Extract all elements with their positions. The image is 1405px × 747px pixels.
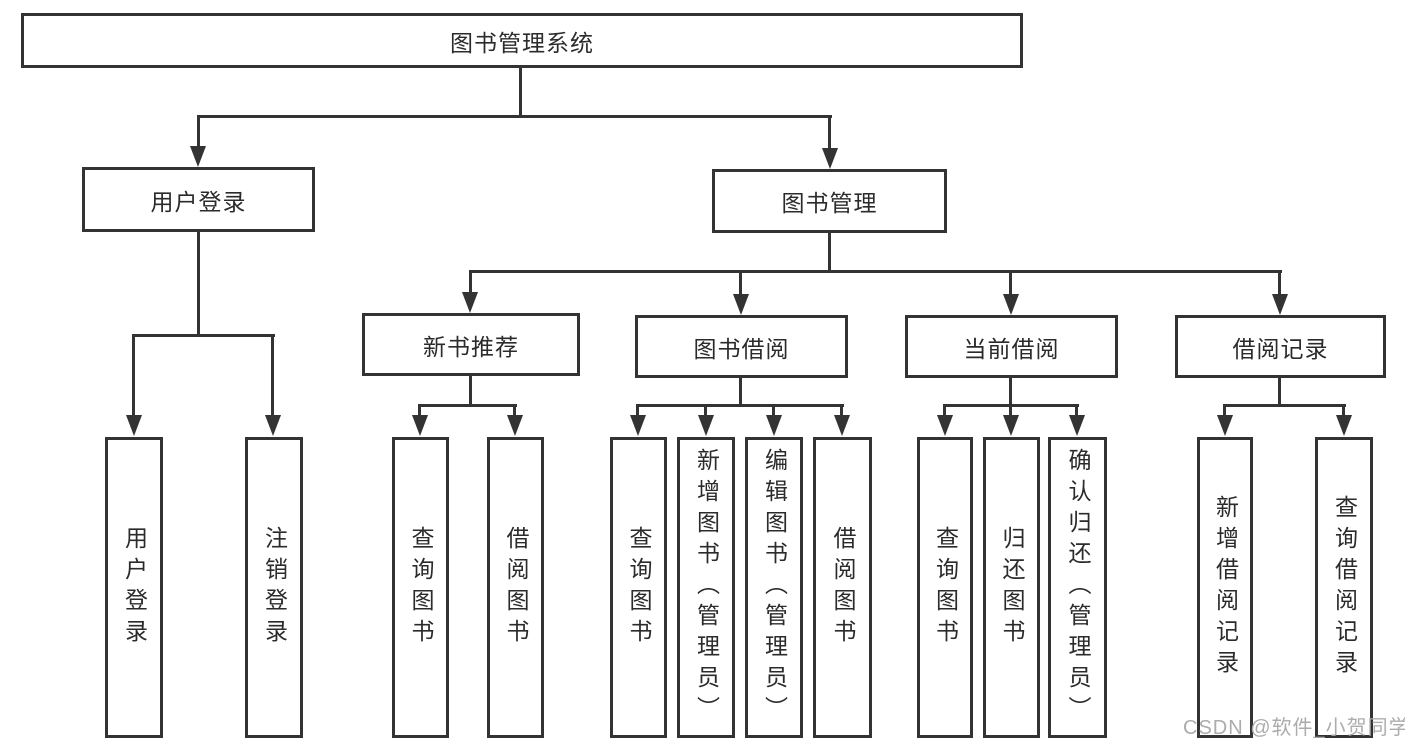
leaf-label: 查询图书: [932, 525, 959, 650]
node-book-borrowing: 图书借阅: [635, 315, 848, 378]
node-user-login: 用户登录: [82, 167, 315, 232]
csdn-watermark: CSDN @软件_小贺同学: [1183, 717, 1405, 739]
node-label: 用户登录: [150, 188, 247, 215]
leaf-label: 借阅图书: [503, 525, 529, 650]
arrow-down-icon: [1069, 415, 1085, 436]
leaf-label: 借阅图书: [830, 525, 856, 650]
connector-line: [469, 270, 1282, 273]
arrow-down-icon: [412, 415, 428, 436]
node-root-library-system: 图书管理系统: [21, 13, 1023, 68]
connector-line: [1223, 404, 1346, 407]
leaf-label: 注销登录: [261, 525, 288, 650]
leaf-edit-book-admin: 编辑图书（管理员）: [745, 437, 803, 738]
connector-line: [469, 376, 472, 407]
connector-line: [1009, 270, 1012, 294]
connector-line: [828, 115, 831, 151]
connector-line: [1342, 404, 1345, 418]
leaf-borrow-books-recommend: 借阅图书: [487, 437, 544, 738]
connector-line: [739, 270, 742, 294]
arrow-down-icon: [126, 415, 142, 436]
connector-line: [840, 404, 843, 418]
connector-line: [636, 404, 639, 418]
arrow-down-icon: [1272, 294, 1288, 315]
leaf-label: 查询图书: [626, 525, 652, 650]
leaf-query-books-recommend: 查询图书: [392, 437, 449, 738]
node-label: 图书管理: [781, 190, 878, 216]
leaf-label: 新增图书（管理员）: [693, 448, 720, 727]
leaf-label: 用户登录: [121, 525, 148, 650]
connector-line: [1278, 270, 1281, 294]
arrow-down-icon: [766, 415, 782, 436]
arrow-down-icon: [698, 415, 714, 436]
arrow-down-icon: [630, 415, 646, 436]
connector-line: [943, 404, 946, 418]
connector-line: [197, 232, 200, 337]
leaf-label: 编辑图书（管理员）: [761, 448, 788, 727]
node-new-book-recommend: 新书推荐: [362, 313, 580, 376]
node-label: 图书借阅: [693, 335, 790, 362]
arrow-down-icon: [1003, 294, 1019, 315]
arrow-down-icon: [834, 415, 850, 436]
leaf-query-books-borrowing: 查询图书: [610, 437, 667, 738]
connector-line: [469, 270, 472, 294]
connector-line: [418, 404, 517, 407]
connector-line: [636, 404, 844, 407]
connector-line: [1278, 378, 1281, 407]
arrow-down-icon: [937, 415, 953, 436]
leaf-label: 确认归还（管理员）: [1065, 448, 1091, 727]
node-book-management: 图书管理: [712, 169, 947, 233]
arrow-down-icon: [462, 292, 478, 313]
leaf-return-book: 归还图书: [983, 437, 1040, 738]
connector-line: [828, 233, 831, 273]
leaf-label: 新增借阅记录: [1212, 494, 1239, 681]
leaf-label: 查询图书: [408, 525, 434, 650]
node-label: 借阅记录: [1232, 335, 1329, 362]
leaf-add-book-admin: 新增图书（管理员）: [677, 437, 735, 738]
leaf-query-borrow-record: 查询借阅记录: [1315, 437, 1373, 738]
arrow-down-icon: [265, 415, 281, 436]
connector-line: [1009, 404, 1012, 418]
leaf-label: 归还图书: [999, 525, 1025, 650]
connector-line: [1009, 378, 1012, 407]
connector-line: [132, 334, 275, 337]
node-label: 图书管理系统: [450, 29, 594, 56]
connector-line: [772, 404, 775, 418]
arrow-down-icon: [1336, 415, 1352, 436]
leaf-label: 查询借阅记录: [1331, 494, 1358, 681]
arrow-down-icon: [1217, 415, 1233, 436]
connector-line: [132, 334, 135, 418]
connector-line: [197, 115, 200, 149]
connector-line: [704, 404, 707, 418]
leaf-add-borrow-record: 新增借阅记录: [1197, 437, 1253, 738]
connector-line: [197, 115, 832, 118]
connector-line: [513, 404, 516, 418]
connector-line: [271, 334, 274, 418]
arrow-down-icon: [822, 148, 838, 169]
node-current-borrowing: 当前借阅: [905, 315, 1118, 378]
arrow-down-icon: [733, 294, 749, 315]
arrow-down-icon: [1003, 415, 1019, 436]
connector-line: [739, 378, 742, 407]
node-label: 新书推荐: [423, 333, 519, 360]
leaf-query-books-current: 查询图书: [917, 437, 973, 738]
connector-line: [1075, 404, 1078, 418]
arrow-down-icon: [507, 415, 523, 436]
leaf-logout: 注销登录: [245, 437, 303, 738]
leaf-confirm-return-admin: 确认归还（管理员）: [1048, 437, 1107, 738]
connector-line: [418, 404, 421, 418]
arrow-down-icon: [190, 146, 206, 167]
connector-line: [1223, 404, 1226, 418]
connector-line: [519, 68, 522, 118]
leaf-user-login: 用户登录: [105, 437, 163, 738]
leaf-borrow-books-borrowing: 借阅图书: [813, 437, 872, 738]
node-label: 当前借阅: [963, 335, 1060, 362]
node-borrowing-records: 借阅记录: [1175, 315, 1386, 378]
